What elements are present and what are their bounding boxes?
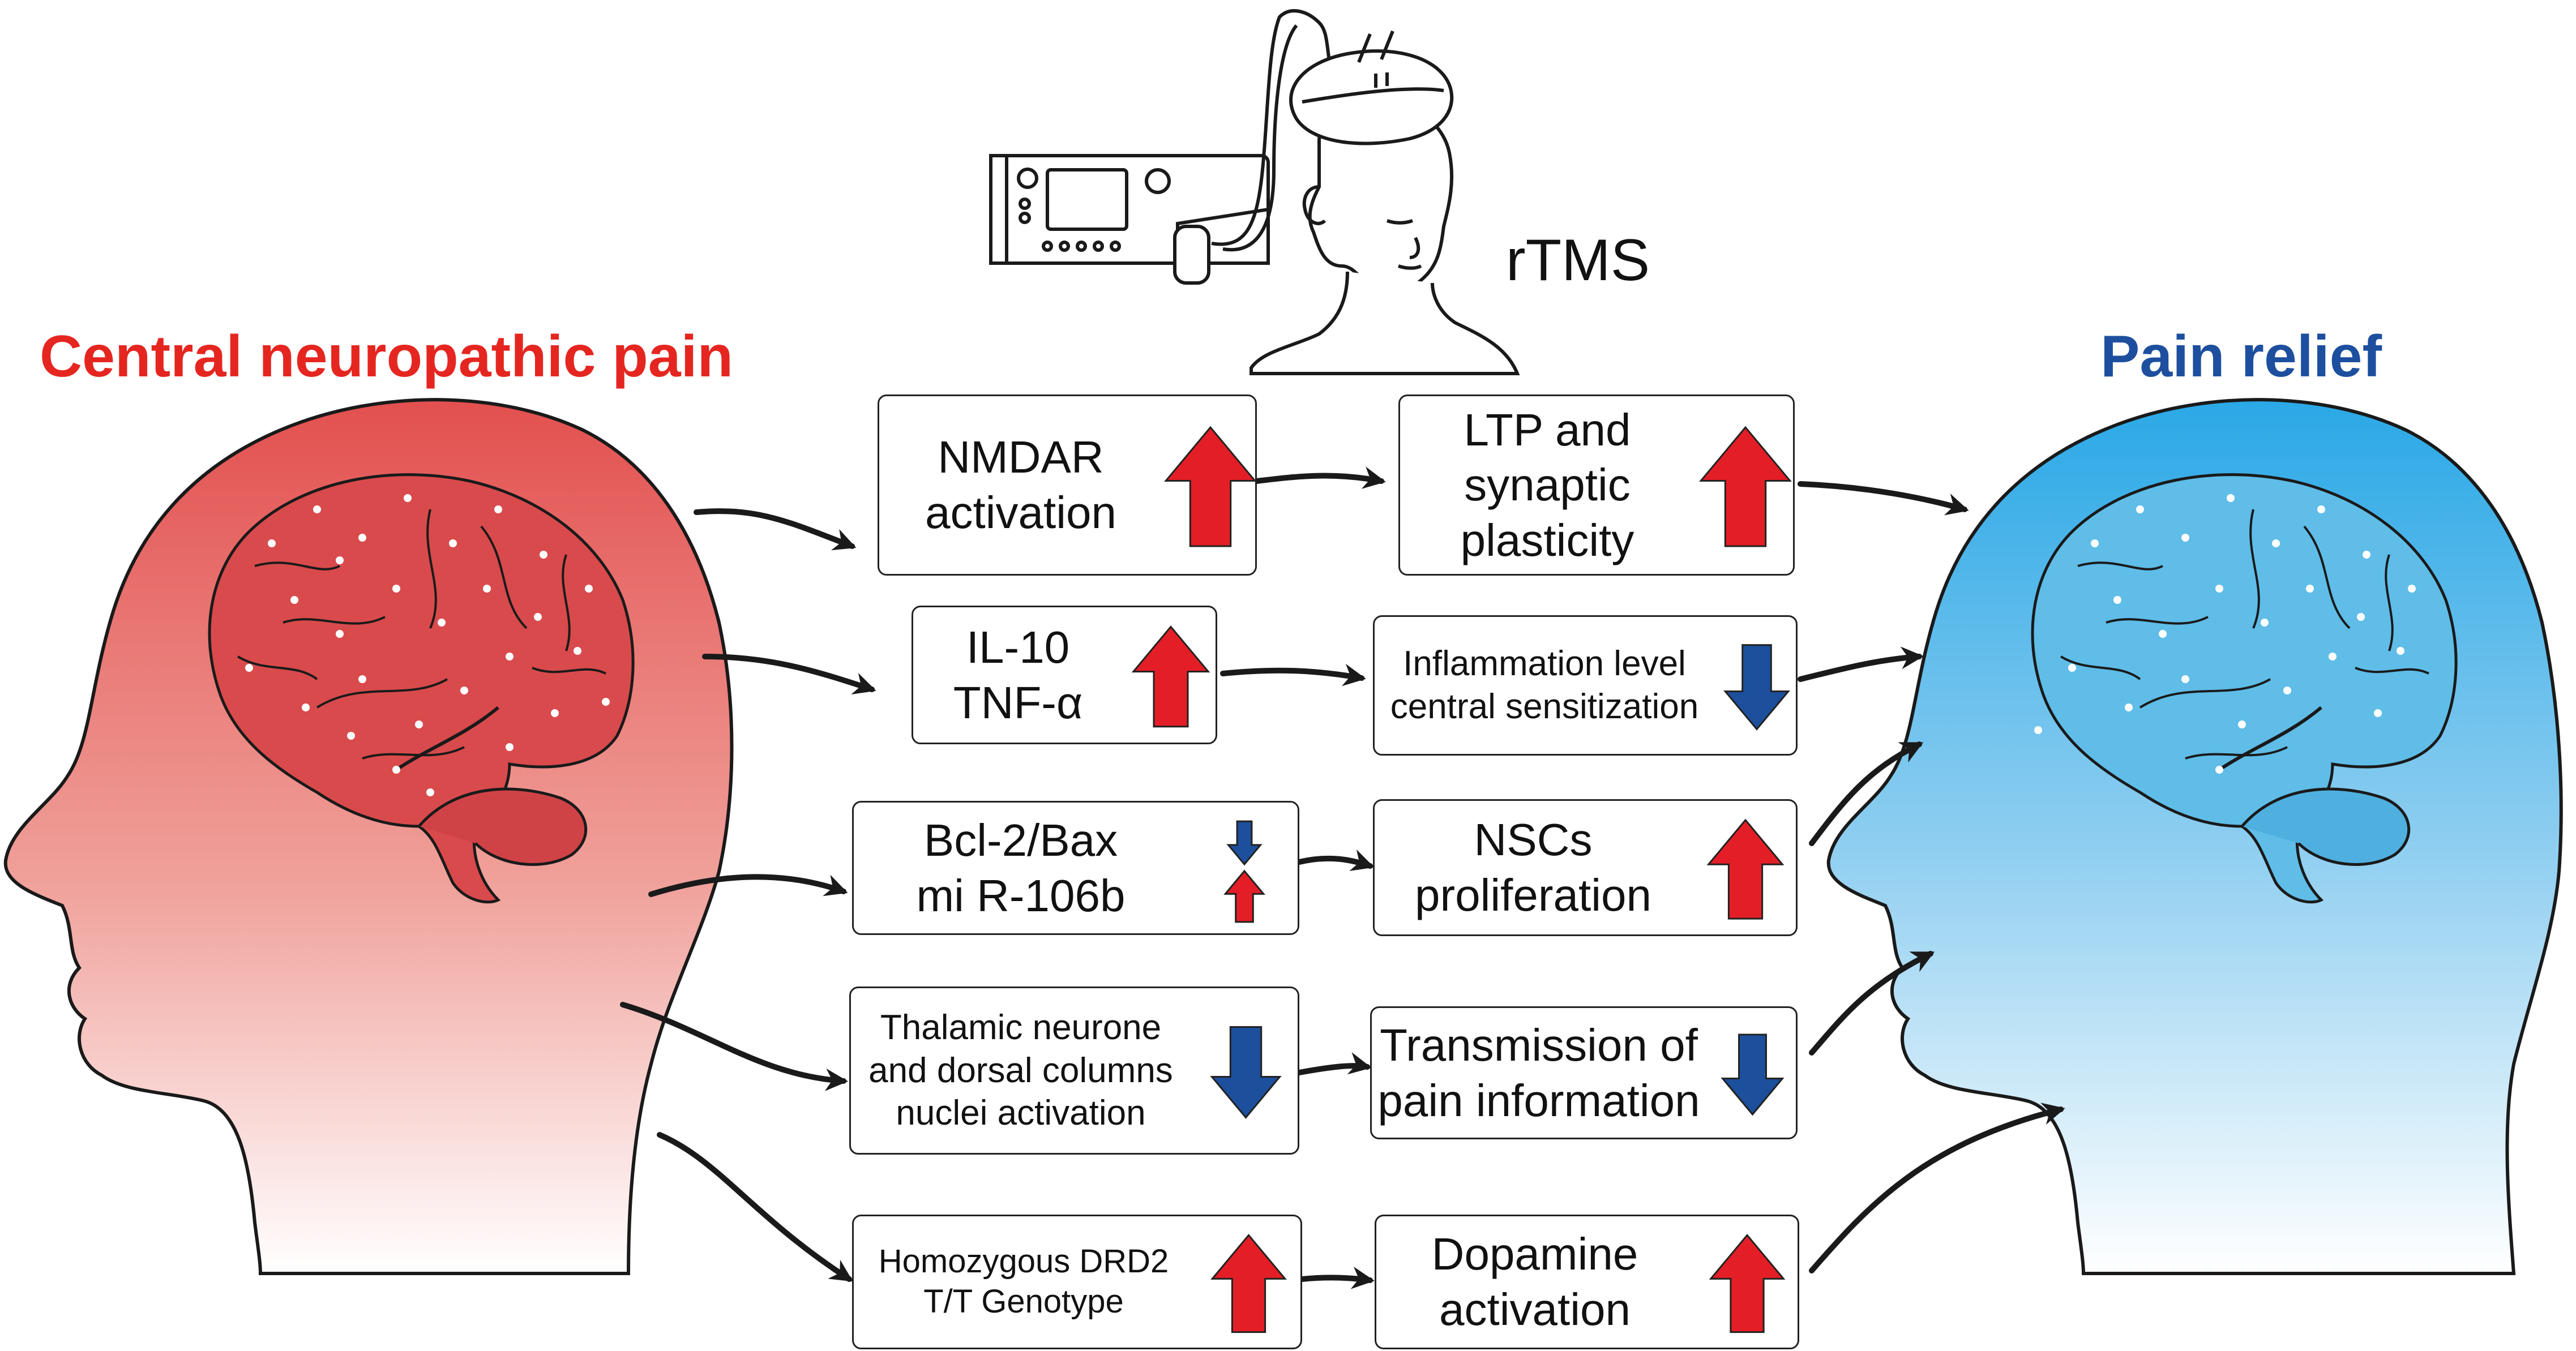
arrow-inflammation-to-relief — [1798, 646, 1924, 682]
red-up-arrow-icon — [1164, 426, 1257, 547]
mechanism-box-line: NSCs — [1474, 814, 1593, 865]
mechanism-box-line: proliferation — [1414, 870, 1651, 920]
arrow-nmdar-to-ltp — [1254, 466, 1386, 489]
left-brain — [208, 473, 635, 904]
increase-arrow-icon — [1210, 1233, 1287, 1333]
mechanism-box-line: and dorsal columns — [868, 1050, 1173, 1090]
mechanism-box-line: IL-10 — [966, 621, 1070, 672]
red-up-arrow-icon — [1223, 869, 1265, 923]
flow-arrows — [620, 466, 2065, 1289]
mechanism-box-line: nuclei activation — [896, 1093, 1146, 1133]
mechanism-box-line: central sensitization — [1390, 687, 1699, 726]
red-up-arrow-icon — [1210, 1233, 1287, 1333]
patient-neck-shoulders — [1250, 271, 1520, 375]
increase-arrow-icon — [1164, 426, 1257, 547]
decrease-arrow-icon — [1721, 1033, 1785, 1116]
title-central-neuropathic-pain: Central neuropathic pain — [40, 324, 734, 389]
arrow-nscs-to-relief — [1809, 741, 1924, 846]
arrow-bcl2-to-nscs — [1296, 849, 1375, 871]
decrease-arrow-icon — [1723, 644, 1791, 731]
mechanism-box-line: pain information — [1377, 1075, 1700, 1126]
mechanism-box-line: TNF-α — [953, 677, 1083, 728]
mechanism-box-line: mi R-106b — [916, 870, 1126, 921]
increase-arrow-icon — [1706, 818, 1785, 920]
mechanism-box-line: Transmission of — [1380, 1019, 1698, 1070]
arrow-head-to-thalamic — [620, 1002, 848, 1091]
red-up-arrow-icon — [1131, 625, 1210, 728]
arrow-head-to-il10 — [702, 654, 876, 694]
mechanism-box-line: T/T Genotype — [923, 1283, 1124, 1320]
right-brain — [2031, 473, 2458, 904]
mechanism-box-line: Inflammation level — [1403, 644, 1686, 684]
mechanism-box-line: NMDAR — [938, 432, 1104, 483]
title-pain-relief: Pain relief — [2100, 324, 2382, 389]
mechanism-box-line: synaptic — [1464, 460, 1631, 511]
arrow-drd2-to-dopamine — [1299, 1266, 1375, 1289]
mechanism-box-line: plasticity — [1460, 514, 1634, 565]
mechanism-box-line: Dopamine — [1431, 1229, 1638, 1280]
red-up-arrow-icon — [1699, 426, 1792, 547]
increase-arrow-icon — [1131, 625, 1210, 728]
rtms-device-illustration — [989, 9, 1520, 375]
blue-down-arrow-icon — [1226, 820, 1263, 866]
blue-down-arrow-icon — [1723, 644, 1791, 731]
arrow-ltp-to-relief — [1798, 481, 1969, 516]
left-head — [3, 398, 734, 1275]
decrease-arrow-icon — [1210, 1026, 1282, 1119]
blue-down-arrow-icon — [1210, 1026, 1282, 1119]
mechanism-box-line: Homozygous DRD2 — [878, 1243, 1169, 1280]
mechanism-box-line: activation — [1439, 1284, 1631, 1335]
coil-cable — [1211, 9, 1338, 246]
mechanism-box-line: activation — [925, 487, 1116, 538]
arrow-head-to-nmdar — [694, 508, 857, 551]
blue-down-arrow-icon — [1721, 1033, 1785, 1116]
red-up-arrow-icon — [1706, 818, 1785, 920]
arrow-thalamic-to-transmission — [1296, 1052, 1372, 1075]
mechanism-box-line: LTP and — [1464, 404, 1631, 455]
arrow-il10-to-inflammation — [1220, 663, 1366, 687]
coil-cap — [1289, 49, 1454, 145]
red-up-arrow-icon — [1709, 1233, 1786, 1333]
decrease-increase-arrows-icon — [1223, 820, 1265, 923]
arrow-dopamine-to-relief — [1809, 1103, 2065, 1273]
arrow-transmission-to-relief — [1809, 951, 1935, 1056]
mechanism-box-line: Bcl-2/Bax — [923, 814, 1118, 865]
right-head — [1826, 398, 2563, 1275]
mechanism-box-line: Thalamic neurone — [880, 1008, 1162, 1048]
arrow-head-to-drd2 — [657, 1132, 853, 1282]
increase-arrow-icon — [1699, 426, 1792, 547]
arrow-head-to-bcl2 — [648, 874, 848, 897]
increase-arrow-icon — [1709, 1233, 1786, 1333]
rtms-label: rTMS — [1506, 228, 1650, 293]
